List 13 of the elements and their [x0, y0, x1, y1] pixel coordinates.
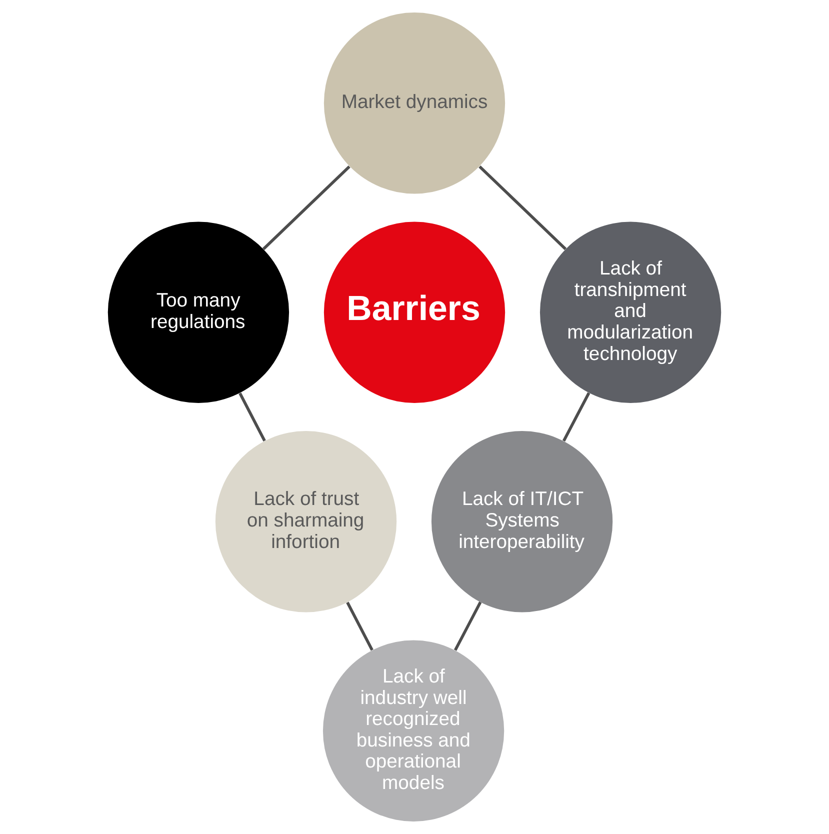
connector	[262, 166, 350, 250]
node-circle: Lack of transhipment and modularization technology	[540, 222, 722, 403]
node-circle: Lack of industry well recognized business and operational models	[322, 640, 504, 822]
node-circle: Lack of trust on sharmaing infortion	[215, 431, 397, 612]
connector	[454, 602, 482, 651]
connector	[562, 392, 590, 442]
node-circle: Market dynamics	[324, 12, 506, 194]
node-circle: Lack of IT/ICT Systems interoperability	[431, 431, 613, 612]
node-circle: Too many regulations	[108, 222, 290, 403]
connector	[238, 392, 266, 442]
node-circle: Barriers	[324, 222, 506, 403]
connector	[478, 166, 567, 250]
connector	[346, 602, 374, 651]
